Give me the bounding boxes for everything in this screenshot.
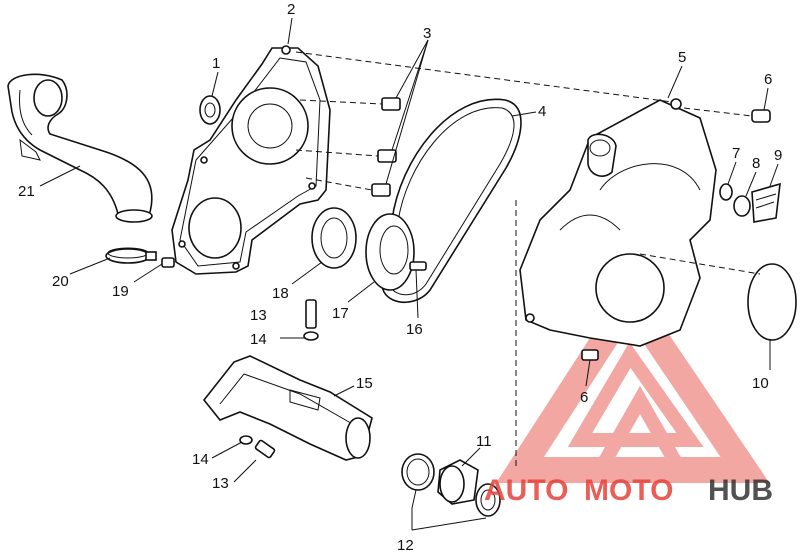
small-screw-part <box>161 257 175 268</box>
watermark-auto: AUTO <box>484 474 568 507</box>
callout-14-lower: 14 <box>192 451 209 468</box>
callout-18: 18 <box>272 285 289 302</box>
callout-6-bottom: 6 <box>580 389 588 406</box>
callout-15: 15 <box>356 375 373 392</box>
watermark-moto: MOTO <box>584 474 673 507</box>
callout-20: 20 <box>52 273 69 290</box>
callout-19: 19 <box>112 283 129 300</box>
coupler-and-clamps-part <box>401 453 501 517</box>
callout-14-upper: 14 <box>250 331 267 348</box>
callout-17: 17 <box>332 305 349 322</box>
watermark-logo <box>496 276 770 483</box>
callout-3: 3 <box>423 25 431 42</box>
o-ring-part <box>719 183 733 201</box>
callout-5: 5 <box>678 49 686 66</box>
callout-11: 11 <box>476 433 492 450</box>
callout-6-top: 6 <box>764 71 772 88</box>
callout-4: 4 <box>538 103 546 120</box>
leader-lines <box>39 17 779 531</box>
plug-part <box>733 195 751 217</box>
drive-pulley-part <box>365 213 415 291</box>
hose-clamp-part <box>105 247 157 264</box>
callout-2: 2 <box>287 1 295 18</box>
callout-7: 7 <box>732 145 740 162</box>
seal-washer-part <box>199 95 221 125</box>
callout-21: 21 <box>18 183 35 200</box>
pulley-screw-part <box>409 261 427 271</box>
callout-13-lower: 13 <box>212 475 229 492</box>
callout-13-upper: 13 <box>250 307 267 324</box>
callout-9: 9 <box>774 147 782 164</box>
intake-hose-part <box>7 73 153 223</box>
callout-labels: 1 2 3 4 5 6 7 8 9 10 6 11 12 15 13 14 14… <box>18 1 782 552</box>
callout-8: 8 <box>752 155 760 172</box>
callout-12: 12 <box>397 537 414 552</box>
cover-bolts-part <box>295 97 401 197</box>
decal-label-part <box>751 182 781 223</box>
seal-ring-part <box>311 207 357 269</box>
lower-duct-part <box>202 355 373 461</box>
callout-16: 16 <box>406 321 423 338</box>
upper-bolt-washer-part <box>303 299 319 341</box>
inner-cover-plate-part <box>171 45 331 275</box>
watermark-text: AUTO MOTO HUB <box>484 474 773 507</box>
cover-gasket-part <box>639 253 797 341</box>
callout-10: 10 <box>752 375 769 392</box>
outer-cover-part <box>519 98 717 347</box>
lower-bolt-washer-part <box>239 435 276 459</box>
callout-1: 1 <box>212 55 220 72</box>
watermark-hub: HUB <box>708 474 773 507</box>
